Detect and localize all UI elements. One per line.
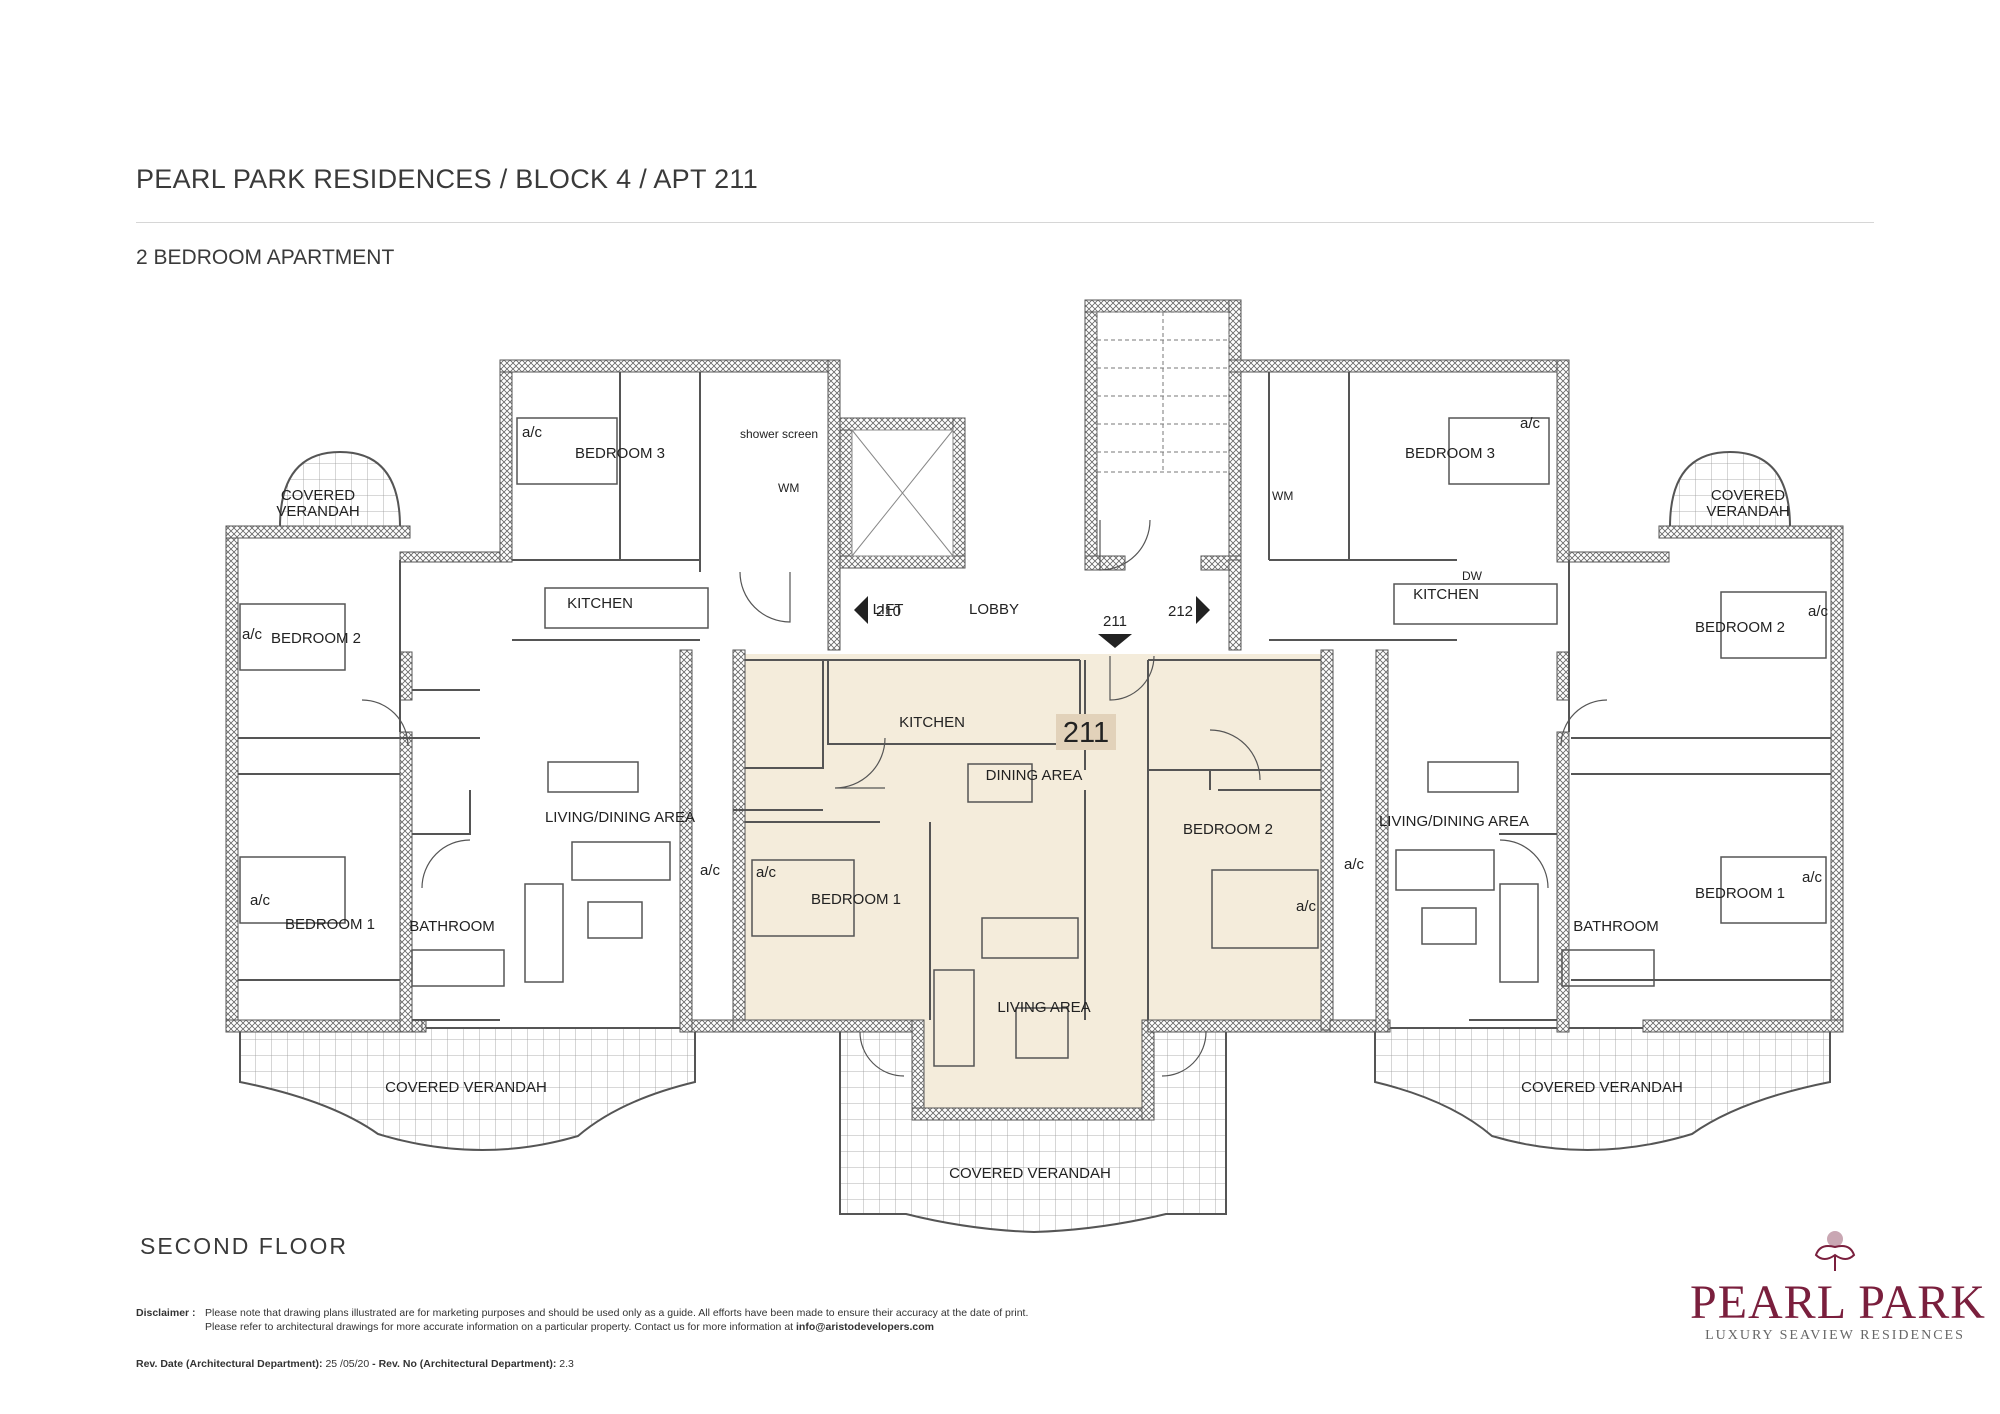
floor-label: SECOND FLOOR bbox=[140, 1233, 349, 1259]
svg-text:210: 210 bbox=[876, 603, 901, 620]
revision-info: Rev. Date (Architectural Department): 25… bbox=[136, 1358, 574, 1370]
right-verandah bbox=[1374, 1027, 1831, 1151]
disclaimer: Disclaimer : Please note that drawing pl… bbox=[136, 1306, 1136, 1334]
logo-name: PEARL PARK bbox=[1690, 1276, 1986, 1329]
svg-text:211: 211 bbox=[1103, 613, 1127, 630]
header-divider bbox=[136, 222, 1874, 223]
logo-tagline: LUXURY SEAVIEW RESIDENCES bbox=[1705, 1328, 1965, 1343]
center-verandah bbox=[839, 1029, 1227, 1234]
disclaimer-line2: Please refer to architectural drawings f… bbox=[205, 1321, 796, 1333]
svg-text:shower screen: shower screen bbox=[740, 427, 818, 441]
apt-211-highlight bbox=[733, 654, 1333, 1026]
svg-text:COVERED VERANDAH: COVERED VERANDAH bbox=[949, 1165, 1111, 1182]
svg-text:LIVING/DINING AREA: LIVING/DINING AREA bbox=[1379, 813, 1529, 830]
svg-text:LIVING/DINING AREA: LIVING/DINING AREA bbox=[545, 809, 695, 826]
room-labels: LIFT LOBBY COVERED VERANDAH COVERED VERA… bbox=[242, 415, 1829, 1182]
pearl-park-logo: PEARL PARK LUXURY SEAVIEW RESIDENCES bbox=[1690, 1225, 1986, 1345]
left-verandah bbox=[239, 1027, 696, 1151]
svg-text:BATHROOM: BATHROOM bbox=[1573, 918, 1659, 935]
disclaimer-label: Disclaimer : bbox=[136, 1307, 196, 1319]
svg-text:BEDROOM 2: BEDROOM 2 bbox=[271, 630, 361, 647]
page-title: PEARL PARK RESIDENCES / BLOCK 4 / APT 21… bbox=[136, 164, 759, 194]
svg-text:a/c: a/c bbox=[1808, 603, 1829, 620]
svg-text:KITCHEN: KITCHEN bbox=[899, 714, 965, 731]
svg-text:BEDROOM 2: BEDROOM 2 bbox=[1695, 619, 1785, 636]
pearl-flower-icon bbox=[1814, 1231, 1856, 1271]
svg-text:BATHROOM: BATHROOM bbox=[409, 918, 495, 935]
svg-text:BEDROOM 3: BEDROOM 3 bbox=[575, 445, 665, 462]
svg-text:a/c: a/c bbox=[522, 424, 543, 441]
svg-text:a/c: a/c bbox=[1344, 856, 1365, 873]
svg-text:BEDROOM 3: BEDROOM 3 bbox=[1405, 445, 1495, 462]
svg-text:212: 212 bbox=[1168, 603, 1193, 620]
right-covered-verandah-top-line2: VERANDAH bbox=[1706, 503, 1789, 520]
svg-text:BEDROOM 1: BEDROOM 1 bbox=[811, 891, 901, 908]
left-top-verandah bbox=[278, 450, 402, 528]
disclaimer-line1: Please note that drawing plans illustrat… bbox=[205, 1307, 1029, 1319]
neighbor-marker-212: 212 bbox=[1168, 596, 1210, 624]
svg-text:a/c: a/c bbox=[756, 864, 777, 881]
svg-text:a/c: a/c bbox=[1802, 869, 1823, 886]
svg-text:WM: WM bbox=[778, 481, 799, 495]
svg-text:a/c: a/c bbox=[700, 862, 721, 879]
staircase bbox=[1096, 311, 1230, 473]
svg-text:LOBBY: LOBBY bbox=[969, 601, 1019, 618]
apt-badge-number: 211 bbox=[1063, 717, 1109, 749]
svg-text:BEDROOM 1: BEDROOM 1 bbox=[285, 916, 375, 933]
left-covered-verandah-top-line1: COVERED bbox=[281, 487, 355, 504]
right-top-verandah bbox=[1668, 450, 1792, 528]
left-covered-verandah-top-line2: VERANDAH bbox=[276, 503, 359, 520]
svg-text:a/c: a/c bbox=[250, 892, 271, 909]
svg-text:WM: WM bbox=[1272, 489, 1293, 503]
apt-211-highlight-living bbox=[918, 1000, 1148, 1112]
apt-badge bbox=[1056, 714, 1116, 750]
furniture bbox=[239, 417, 1827, 1067]
svg-text:BEDROOM 2: BEDROOM 2 bbox=[1183, 821, 1273, 838]
svg-text:LIVING AREA: LIVING AREA bbox=[997, 999, 1090, 1016]
neighbor-marker-210: 210 bbox=[854, 596, 901, 624]
entrance-marker-211: 211 bbox=[1098, 613, 1132, 648]
svg-text:COVERED VERANDAH: COVERED VERANDAH bbox=[1521, 1079, 1683, 1096]
svg-text:a/c: a/c bbox=[1296, 898, 1317, 915]
svg-text:DINING AREA: DINING AREA bbox=[986, 767, 1083, 784]
svg-text:KITCHEN: KITCHEN bbox=[1413, 586, 1479, 603]
svg-text:COVERED VERANDAH: COVERED VERANDAH bbox=[385, 1079, 547, 1096]
svg-text:a/c: a/c bbox=[1520, 415, 1541, 432]
svg-text:DW: DW bbox=[1462, 569, 1483, 583]
svg-text:LIFT: LIFT bbox=[873, 601, 904, 618]
svg-text:BEDROOM 1: BEDROOM 1 bbox=[1695, 885, 1785, 902]
contact-email[interactable]: info@aristodevelopers.com bbox=[796, 1321, 935, 1333]
right-covered-verandah-top-line1: COVERED bbox=[1711, 487, 1785, 504]
svg-text:a/c: a/c bbox=[242, 626, 263, 643]
doors bbox=[361, 519, 1608, 1077]
lift-shaft bbox=[851, 429, 954, 557]
walls bbox=[225, 299, 1844, 1121]
svg-text:KITCHEN: KITCHEN bbox=[567, 595, 633, 612]
apartment-type: 2 BEDROOM APARTMENT bbox=[136, 246, 395, 269]
